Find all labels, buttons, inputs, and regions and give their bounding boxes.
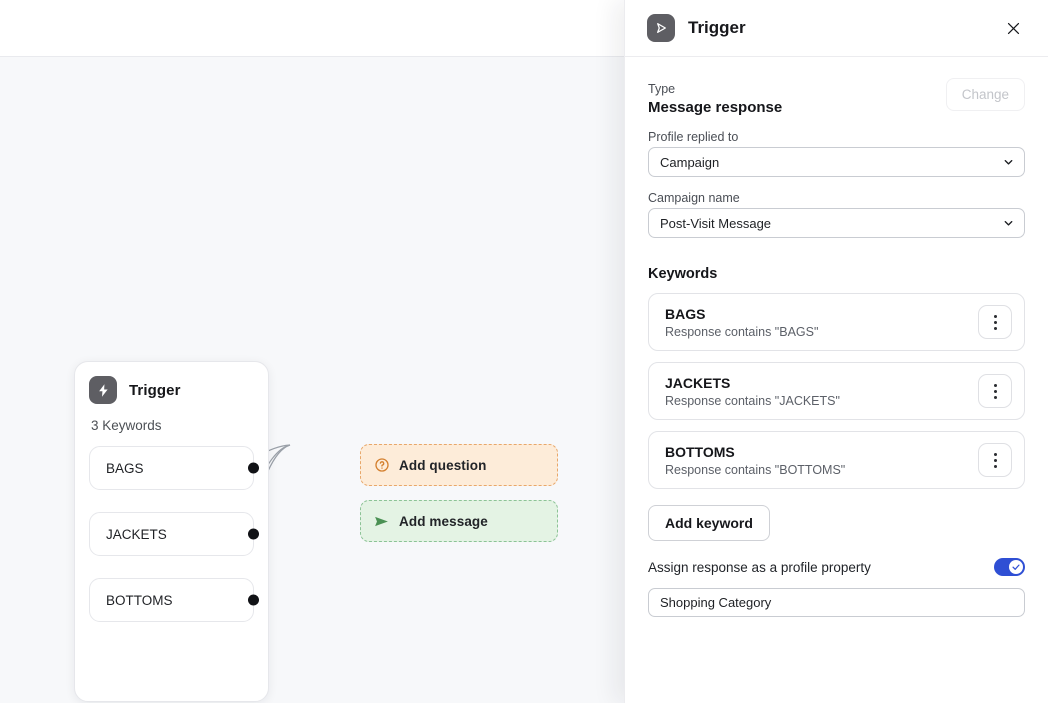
keyword-description: Response contains "JACKETS" <box>665 393 840 408</box>
chevron-down-icon <box>1002 156 1015 169</box>
trigger-keyword-list: BAGS JACKETS BOTTOMS <box>75 446 268 622</box>
profile-property-input[interactable]: Shopping Category <box>648 588 1025 617</box>
trigger-keyword-pill[interactable]: JACKETS <box>89 512 259 556</box>
add-keyword-button[interactable]: Add keyword <box>648 505 770 541</box>
profile-replied-to-label: Profile replied to <box>648 130 739 144</box>
change-button[interactable]: Change <box>945 78 1025 111</box>
trigger-node-title: Trigger <box>129 381 181 399</box>
keyword-menu-icon[interactable] <box>978 374 1012 408</box>
panel-header: Trigger <box>625 0 1048 57</box>
assign-property-row: Assign response as a profile property <box>648 558 1025 576</box>
keyword-text: JACKETS Response contains "JACKETS" <box>665 375 978 408</box>
flow-canvas[interactable]: Trigger 3 Keywords BAGS JACKETS BOTTOMS <box>0 57 625 703</box>
connector-dot[interactable] <box>247 594 259 606</box>
campaign-name-value: Post-Visit Message <box>660 215 772 231</box>
keyword-text: BAGS Response contains "BAGS" <box>665 306 978 339</box>
keyword-menu-icon[interactable] <box>978 443 1012 477</box>
trigger-keyword-label: BAGS <box>106 460 144 476</box>
add-question-label: Add question <box>399 457 487 473</box>
trigger-keyword-pill[interactable]: BOTTOMS <box>89 578 259 622</box>
trigger-node-subtitle: 3 Keywords <box>91 418 162 433</box>
keyword-name: BAGS <box>665 305 706 322</box>
connector-dot[interactable] <box>247 462 259 474</box>
keyword-description: Response contains "BOTTOMS" <box>665 462 846 477</box>
keyword-card[interactable]: JACKETS Response contains "JACKETS" <box>648 362 1025 420</box>
campaign-name-select[interactable]: Post-Visit Message <box>648 208 1025 238</box>
type-label: Type <box>648 82 676 96</box>
trigger-node-header: Trigger <box>75 362 268 404</box>
send-triangle-icon <box>647 14 675 42</box>
keywords-section-title: Keywords <box>648 266 718 282</box>
close-icon[interactable] <box>1000 15 1026 41</box>
assign-property-label: Assign response as a profile property <box>648 559 871 575</box>
connector-dot[interactable] <box>247 528 259 540</box>
profile-property-value: Shopping Category <box>660 595 772 610</box>
profile-replied-to-select[interactable]: Campaign <box>648 147 1025 177</box>
question-circle-icon <box>373 457 390 474</box>
add-message-label: Add message <box>399 513 488 529</box>
add-message-button[interactable]: Add message <box>360 500 558 542</box>
lightning-bolt-icon <box>89 376 117 404</box>
assign-property-toggle[interactable] <box>994 558 1025 576</box>
type-row: Type Message response Change <box>648 78 1025 116</box>
send-arrow-icon <box>373 513 390 530</box>
type-block: Type Message response <box>648 82 782 116</box>
trigger-details-panel: Trigger Type Message response Change Pro… <box>624 0 1048 703</box>
profile-replied-to-value: Campaign <box>660 154 720 170</box>
trigger-keyword-label: JACKETS <box>106 526 167 542</box>
keyword-text: BOTTOMS Response contains "BOTTOMS" <box>665 444 978 477</box>
type-value: Message response <box>648 99 783 116</box>
keyword-name: JACKETS <box>665 374 731 391</box>
top-toolbar <box>0 0 625 57</box>
keyword-card[interactable]: BOTTOMS Response contains "BOTTOMS" <box>648 431 1025 489</box>
keyword-card[interactable]: BAGS Response contains "BAGS" <box>648 293 1025 351</box>
toggle-knob-check-icon <box>1009 560 1023 574</box>
keyword-description: Response contains "BAGS" <box>665 324 819 339</box>
campaign-name-label: Campaign name <box>648 191 740 205</box>
keyword-menu-icon[interactable] <box>978 305 1012 339</box>
keyword-name: BOTTOMS <box>665 443 735 460</box>
trigger-keyword-label: BOTTOMS <box>106 592 173 608</box>
panel-body: Type Message response Change Profile rep… <box>625 57 1048 703</box>
add-question-button[interactable]: Add question <box>360 444 558 486</box>
trigger-node[interactable]: Trigger 3 Keywords BAGS JACKETS BOTTOMS <box>74 361 269 702</box>
panel-title: Trigger <box>688 18 746 37</box>
trigger-keyword-pill[interactable]: BAGS <box>89 446 259 490</box>
chevron-down-icon <box>1002 217 1015 230</box>
